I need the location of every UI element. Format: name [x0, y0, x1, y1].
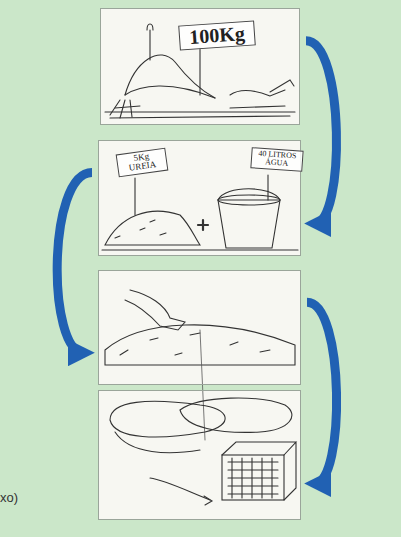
flow-arrow [307, 302, 337, 483]
sign-text: 5Kg UREIA [116, 148, 169, 178]
fragment-label: xo) [0, 490, 18, 505]
flow-arrow [306, 41, 336, 224]
step-panel [98, 270, 301, 385]
sign-text: 100Kg [178, 20, 256, 50]
step-panel: 5Kg UREIA 40 LITROS ÁGUA [98, 140, 301, 256]
sign-text: 40 LITROS ÁGUA [250, 147, 303, 171]
flow-arrow [57, 172, 92, 352]
step-panel: 100Kg [100, 8, 300, 125]
step-panel [98, 390, 301, 520]
